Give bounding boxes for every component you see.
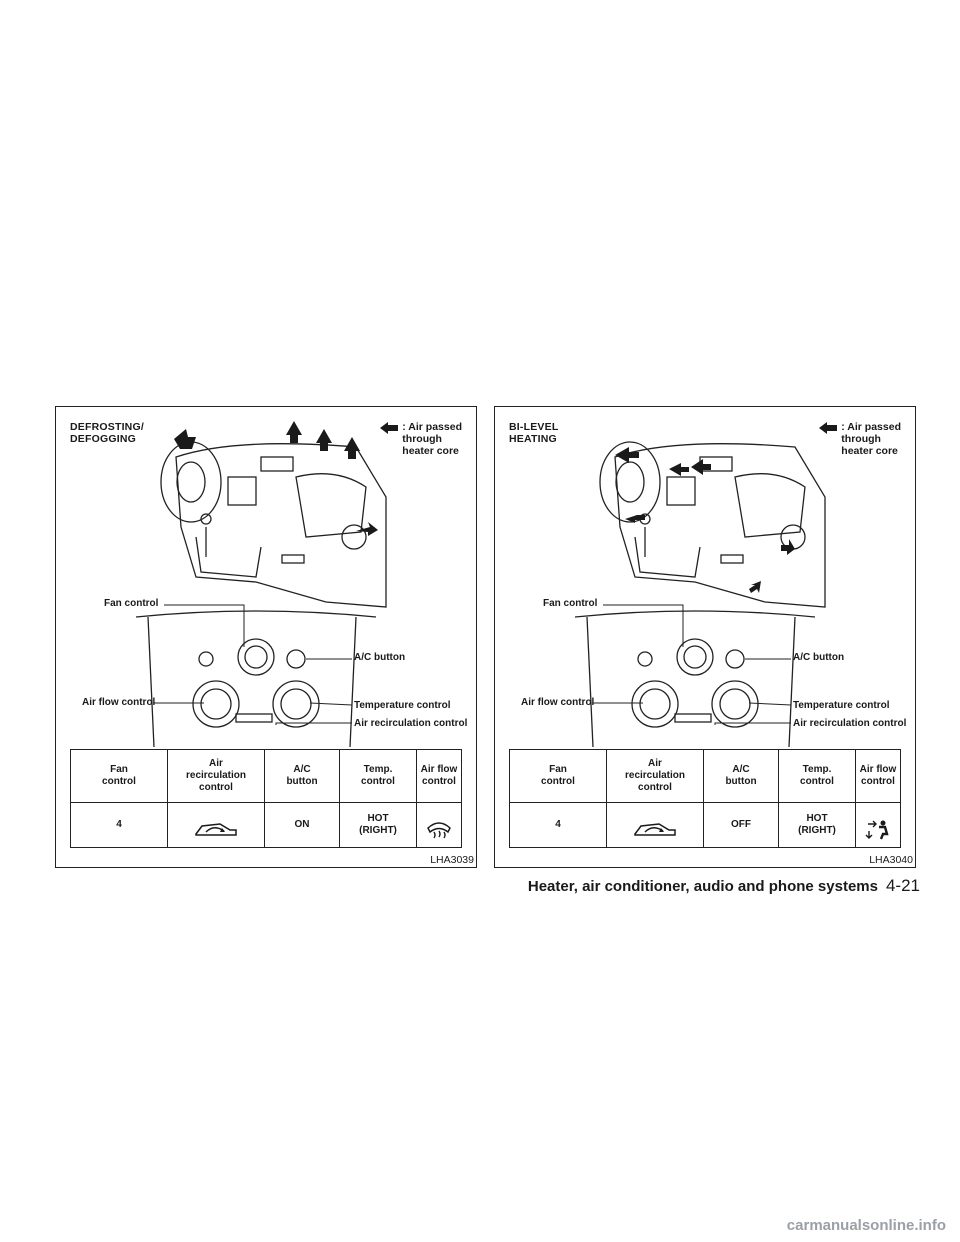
legend: : Air passed through heater core bbox=[819, 421, 901, 457]
dashboard-illustration bbox=[135, 421, 387, 747]
callout-fan-control: Fan control bbox=[543, 598, 598, 609]
header-airflow: Air flow control bbox=[855, 749, 901, 803]
callout-air-flow-control: Air flow control bbox=[82, 697, 156, 708]
callout-air-flow-control: Air flow control bbox=[521, 697, 595, 708]
table-header-row: Fan control Air recirculation control A/… bbox=[509, 749, 901, 803]
header-fan: Fan control bbox=[509, 749, 607, 803]
header-ac: A/C button bbox=[264, 749, 340, 803]
defrosting-figure-panel: DEFROSTING/ DEFOGGING : Air passed throu… bbox=[55, 406, 477, 868]
legend-text: : Air passed through heater core bbox=[402, 421, 462, 457]
legend: : Air passed through heater core bbox=[380, 421, 462, 457]
dashboard-illustration bbox=[574, 441, 826, 747]
figure-heading: BI-LEVEL HEATING bbox=[509, 421, 559, 445]
callout-ac-button: A/C button bbox=[354, 652, 406, 663]
watermark: carmanualsonline.info bbox=[786, 1217, 946, 1234]
recirculation-icon bbox=[634, 823, 676, 836]
callout-temperature-control: Temperature control bbox=[793, 700, 890, 711]
header-recirc: Air recirculation control bbox=[606, 749, 704, 803]
callout-fan-control: Fan control bbox=[104, 598, 159, 609]
page-number: 4-21 bbox=[885, 876, 920, 895]
page-footer: Heater, air conditioner, audio and phone… bbox=[528, 876, 920, 896]
callout-temperature-control: Temperature control bbox=[354, 700, 451, 711]
settings-table: Fan control Air recirculation control A/… bbox=[70, 749, 462, 848]
legend-text: : Air passed through heater core bbox=[841, 421, 901, 457]
header-temp: Temp. control bbox=[339, 749, 417, 803]
figure-heading: DEFROSTING/ DEFOGGING bbox=[70, 421, 144, 445]
cell-temp: HOT (RIGHT) bbox=[339, 802, 417, 848]
bi-level-icon bbox=[865, 820, 889, 840]
callout-air-recirculation-control: Air recirculation control bbox=[354, 718, 468, 729]
header-recirc: Air recirculation control bbox=[167, 749, 265, 803]
table-row: 4 OFF HOT (RIGHT) bbox=[509, 802, 901, 848]
recirculation-icon bbox=[195, 823, 237, 836]
cell-ac: OFF bbox=[703, 802, 779, 848]
arrow-legend-icon bbox=[819, 422, 838, 434]
cell-temp: HOT (RIGHT) bbox=[778, 802, 856, 848]
arrow-legend-icon bbox=[380, 422, 399, 434]
cell-recirc bbox=[167, 802, 265, 848]
defrost-icon bbox=[427, 822, 451, 839]
windshield-arrow bbox=[174, 429, 196, 449]
header-fan: Fan control bbox=[70, 749, 168, 803]
figure-code: LHA3039 bbox=[430, 854, 474, 866]
cell-airflow bbox=[416, 802, 462, 848]
cell-airflow bbox=[855, 802, 901, 848]
header-ac: A/C button bbox=[703, 749, 779, 803]
header-airflow: Air flow control bbox=[416, 749, 462, 803]
cell-recirc bbox=[606, 802, 704, 848]
bi-level-figure-panel: BI-LEVEL HEATING : Air passed through he… bbox=[494, 406, 916, 868]
cell-fan: 4 bbox=[70, 802, 168, 848]
callout-air-recirculation-control: Air recirculation control bbox=[793, 718, 907, 729]
cell-fan: 4 bbox=[509, 802, 607, 848]
cell-ac: ON bbox=[264, 802, 340, 848]
table-row: 4 ON HOT (RIGHT) bbox=[70, 802, 462, 848]
callout-ac-button: A/C button bbox=[793, 652, 845, 663]
figure-code: LHA3040 bbox=[869, 854, 913, 866]
table-header-row: Fan control Air recirculation control A/… bbox=[70, 749, 462, 803]
header-temp: Temp. control bbox=[778, 749, 856, 803]
settings-table: Fan control Air recirculation control A/… bbox=[509, 749, 901, 848]
section-title: Heater, air conditioner, audio and phone… bbox=[527, 878, 878, 895]
